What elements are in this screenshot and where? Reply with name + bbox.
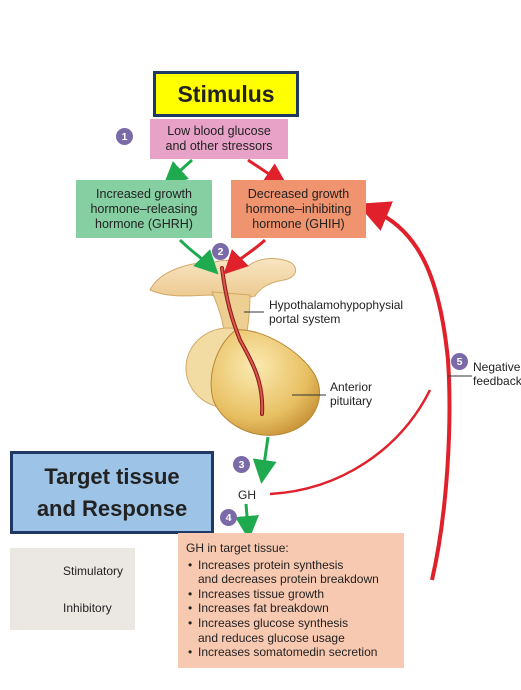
target-response-box: GH in target tissue: Increases protein s…	[178, 533, 404, 668]
arrow-ghrh-to-hypothalamus	[178, 238, 219, 275]
response-item-continuation: and decreases protein breakdown	[198, 572, 379, 587]
step-2-badge: 2	[212, 243, 229, 260]
target-title-line2: and Response	[36, 495, 188, 521]
response-item: Increases tissue growth	[186, 587, 398, 602]
step-4-badge: 4	[220, 509, 237, 526]
ghih-line1: Decreased growth	[247, 186, 350, 201]
ghih-line2: hormone–inhibiting	[245, 201, 352, 216]
ghih-box: Decreased growth hormone–inhibiting horm…	[231, 180, 366, 238]
ghih-line3: hormone (GHIH)	[252, 216, 345, 231]
legend-inhibitory-label: Inhibitory	[63, 601, 112, 615]
legend-stimulatory-label: Stimulatory	[63, 564, 124, 578]
feedback-loop-outer	[357, 201, 452, 581]
response-item: Increases fat breakdown	[186, 601, 398, 616]
legend-panel	[10, 548, 135, 630]
stimulus-title: Stimulus	[153, 71, 299, 117]
stimulus-box-line2: and other stressors	[165, 139, 273, 153]
ghrh-box: Increased growth hormone–releasing hormo…	[76, 180, 212, 238]
ghrh-line3: hormone (GHRH)	[95, 216, 193, 231]
anterior-pituitary-label: Anterior pituitary	[330, 380, 372, 408]
arrow-gh-to-target	[235, 503, 259, 540]
ghrh-line2: hormone–releasing	[90, 201, 198, 216]
stimulus-box: Low blood glucose and other stressors	[150, 119, 288, 159]
arrow-pituitary-to-gh	[252, 436, 277, 484]
step-1-badge: 1	[116, 128, 133, 145]
pituitary-label-line2: pituitary	[330, 394, 373, 408]
step-3-badge: 3	[233, 456, 250, 473]
response-item: Increases somatomedin secretion	[186, 645, 398, 660]
arrow-stimulus-to-ghih	[247, 158, 288, 187]
response-item: Increases protein synthesis	[186, 558, 398, 573]
stimulus-box-line1: Low blood glucose	[167, 124, 271, 138]
target-tissue-title: Target tissue and Response	[10, 451, 214, 534]
response-title: GH in target tissue:	[186, 541, 289, 555]
arrow-ghih-to-hypothalamus	[223, 238, 267, 275]
feedback-label-line2: feedback	[473, 374, 521, 388]
response-item: Increases glucose synthesis	[186, 616, 398, 631]
portal-label-line1: Hypothalamohypophysial	[269, 298, 404, 312]
arrow-stimulus-to-ghrh	[163, 158, 194, 187]
feedback-label-line1: Negative	[473, 360, 521, 374]
portal-system-label: Hypothalamohypophysial portal system	[269, 298, 403, 326]
feedback-loop-inner	[269, 389, 432, 496]
portal-label-line2: portal system	[269, 312, 341, 326]
response-list: Increases protein synthesis and decrease…	[186, 558, 398, 660]
anterior-pituitary-shape	[210, 329, 320, 436]
target-title-line1: Target tissue	[44, 463, 180, 489]
ghrh-line1: Increased growth	[96, 186, 192, 201]
step-5-badge: 5	[451, 353, 468, 370]
response-item-continuation: and reduces glucose usage	[198, 630, 345, 645]
negative-feedback-label: Negative feedback	[473, 360, 521, 388]
gh-label: GH	[238, 488, 256, 502]
pituitary-label-line1: Anterior	[330, 380, 373, 394]
